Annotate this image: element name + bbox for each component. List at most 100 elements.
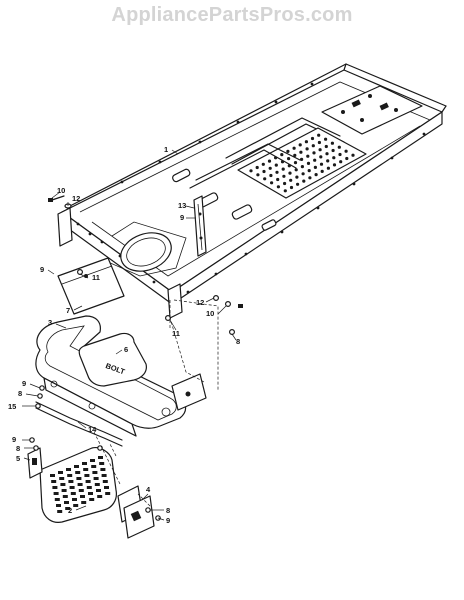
callout-9[interactable]: 9 (166, 516, 170, 525)
grille-slot (59, 477, 65, 480)
right-mount-part[interactable] (117, 485, 155, 539)
grate-hole (326, 166, 330, 170)
grate-hole (281, 167, 285, 171)
grille-slot (73, 504, 79, 507)
grate-hole (338, 152, 342, 157)
grille-slot (92, 471, 98, 474)
callout-8[interactable]: 8 (236, 337, 240, 346)
grate-hole (294, 168, 298, 172)
callout-1[interactable]: 1 (164, 145, 168, 154)
vertical-bracket-part[interactable] (193, 195, 207, 257)
grille-part[interactable] (39, 447, 117, 523)
grille-slots (50, 456, 111, 513)
grille-slot (88, 492, 93, 495)
callout-7[interactable]: 7 (66, 306, 70, 315)
main-frame-part[interactable] (57, 63, 447, 319)
callout-8[interactable]: 8 (166, 506, 170, 515)
grate-hole (325, 152, 329, 156)
callout-10[interactable]: 10 (57, 186, 65, 195)
grille-slot (77, 483, 83, 486)
grille-slot (53, 492, 59, 495)
grille-slot (66, 468, 71, 471)
grate-hole (319, 155, 323, 159)
callout-11[interactable]: 11 (92, 273, 100, 282)
grille-slot (76, 477, 82, 480)
callout-15[interactable]: 15 (8, 402, 16, 411)
grille-slot (86, 486, 92, 489)
lower-bracket-part[interactable] (35, 401, 123, 447)
skid-plate-part[interactable] (57, 257, 125, 315)
callout-12[interactable]: 12 (196, 298, 204, 307)
grate-hole (326, 159, 330, 163)
grate-hole (296, 182, 300, 186)
left-clip-part[interactable] (27, 447, 43, 479)
grille-slot (57, 510, 63, 513)
grate-hole (274, 163, 278, 167)
callout-12[interactable]: 12 (72, 194, 80, 203)
grille-slot (61, 489, 67, 492)
grate-hole (351, 153, 355, 157)
callout-11[interactable]: 11 (172, 329, 180, 338)
grille-slot (89, 498, 95, 501)
grille-slot (90, 459, 95, 462)
grate-hole (308, 176, 312, 180)
perforated-grate-holes (249, 133, 355, 193)
callout-8[interactable]: 8 (16, 444, 20, 453)
grate-hole (270, 181, 274, 185)
grate-hole (268, 166, 272, 170)
grate-hole (269, 173, 273, 178)
callout-9[interactable]: 9 (40, 265, 44, 274)
grille-slot (83, 468, 89, 471)
grille-slot (52, 486, 58, 489)
callout-5[interactable]: 5 (16, 454, 20, 463)
grille-slot (75, 471, 81, 474)
callout-9[interactable]: 9 (12, 435, 16, 444)
callout-8[interactable]: 8 (18, 389, 22, 398)
grate-hole (318, 148, 322, 152)
callout-2[interactable]: 2 (68, 506, 72, 515)
callout-6[interactable]: 6 (124, 345, 128, 354)
grate-hole (324, 137, 328, 141)
callout-13[interactable]: 13 (178, 201, 186, 210)
grate-hole (288, 171, 292, 175)
callout-14[interactable]: 14 (88, 425, 97, 434)
grate-hole (314, 173, 318, 177)
callout-3[interactable]: 3 (48, 318, 52, 327)
grille-slot (69, 486, 75, 489)
callout-4[interactable]: 4 (146, 485, 151, 494)
grate-hole (298, 143, 302, 147)
frame-mounting-holes (76, 82, 426, 294)
grille-slot (98, 456, 103, 459)
grille-slot (64, 501, 69, 504)
site-watermark: AppliancePartsPros.com (111, 4, 353, 26)
grate-hole (283, 181, 287, 186)
grate-hole (289, 185, 294, 190)
bumper-plate-part[interactable]: BOLT (78, 332, 147, 387)
grate-hole (313, 158, 317, 162)
grate-hole (261, 162, 265, 166)
grate-hole (319, 162, 324, 166)
grille-slot (67, 474, 73, 477)
grille-slot (62, 495, 68, 498)
callout-9[interactable]: 9 (180, 213, 184, 222)
assembly-guide-lines (93, 299, 219, 507)
callout-9[interactable]: 9 (22, 379, 26, 388)
callout-leader-lines (22, 149, 237, 521)
grate-hole (255, 165, 259, 170)
grate-hole (332, 156, 336, 160)
grate-hole (331, 148, 335, 153)
callout-10[interactable]: 10 (206, 309, 214, 318)
grille-slot (102, 480, 108, 483)
grate-hole (300, 157, 304, 161)
grate-hole (280, 153, 284, 157)
grille-slot (82, 462, 87, 465)
grate-hole (300, 165, 304, 169)
grate-hole (293, 161, 298, 165)
grate-hole (332, 163, 337, 167)
grille-slot (84, 474, 90, 477)
grate-hole (293, 153, 297, 157)
grille-slot (68, 480, 74, 483)
grate-hole (312, 151, 316, 155)
grate-hole (295, 175, 299, 179)
